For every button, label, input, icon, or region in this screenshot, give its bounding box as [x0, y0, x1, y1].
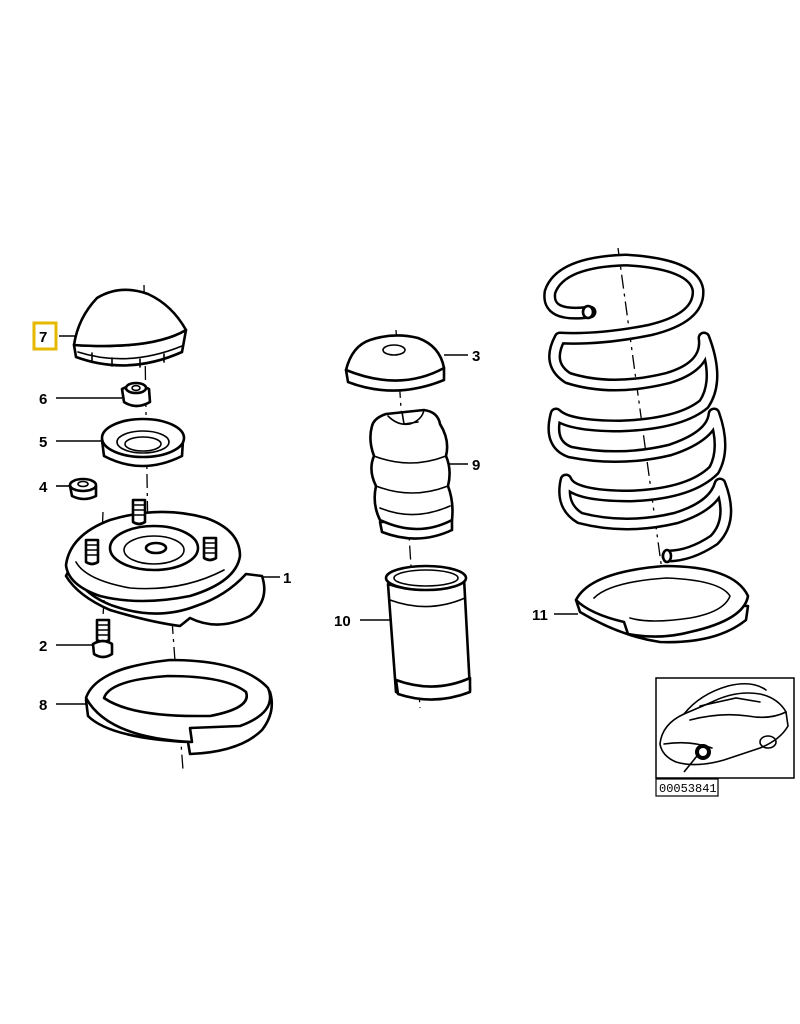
part-3-washer[interactable]	[344, 334, 446, 392]
label-part-2[interactable]: 2	[39, 638, 47, 655]
label-part-10[interactable]: 10	[334, 613, 351, 630]
part-2-bolt[interactable]	[91, 618, 114, 659]
part-5-bearing[interactable]	[100, 417, 186, 468]
label-part-1[interactable]: 1	[283, 570, 291, 587]
part-4-flange-nut[interactable]	[68, 477, 98, 501]
part-8-spring-pad[interactable]	[84, 658, 274, 756]
part-1-strut-mount[interactable]	[64, 498, 266, 628]
label-part-4[interactable]: 4	[39, 479, 48, 496]
part-11-coil-spring[interactable]	[543, 253, 733, 564]
reference-number-box	[655, 778, 719, 797]
label-part-7[interactable]: 7	[39, 329, 47, 346]
part-6-nut[interactable]	[120, 381, 152, 408]
label-part-6[interactable]: 6	[39, 391, 47, 408]
vehicle-location-thumbnail	[655, 677, 795, 779]
part-10-protective-boot[interactable]	[384, 564, 472, 701]
reference-number: 00053841	[659, 782, 717, 796]
label-part-11[interactable]: 11	[532, 607, 548, 624]
axis-left-upper	[143, 284, 149, 541]
part-11-spring-seat[interactable]	[574, 564, 750, 644]
label-part-5[interactable]: 5	[39, 434, 47, 451]
part-9-bump-stop[interactable]	[369, 408, 454, 540]
axis-right	[617, 247, 667, 601]
part-7-cap[interactable]	[72, 288, 188, 368]
car-outline-icon	[659, 682, 789, 766]
label-part-3[interactable]: 3	[472, 348, 480, 365]
label-part-8[interactable]: 8	[39, 697, 47, 714]
label-part-9[interactable]: 9	[472, 457, 480, 474]
wheel-location-marker-icon	[695, 744, 711, 760]
selected-part-highlight	[32, 321, 58, 351]
